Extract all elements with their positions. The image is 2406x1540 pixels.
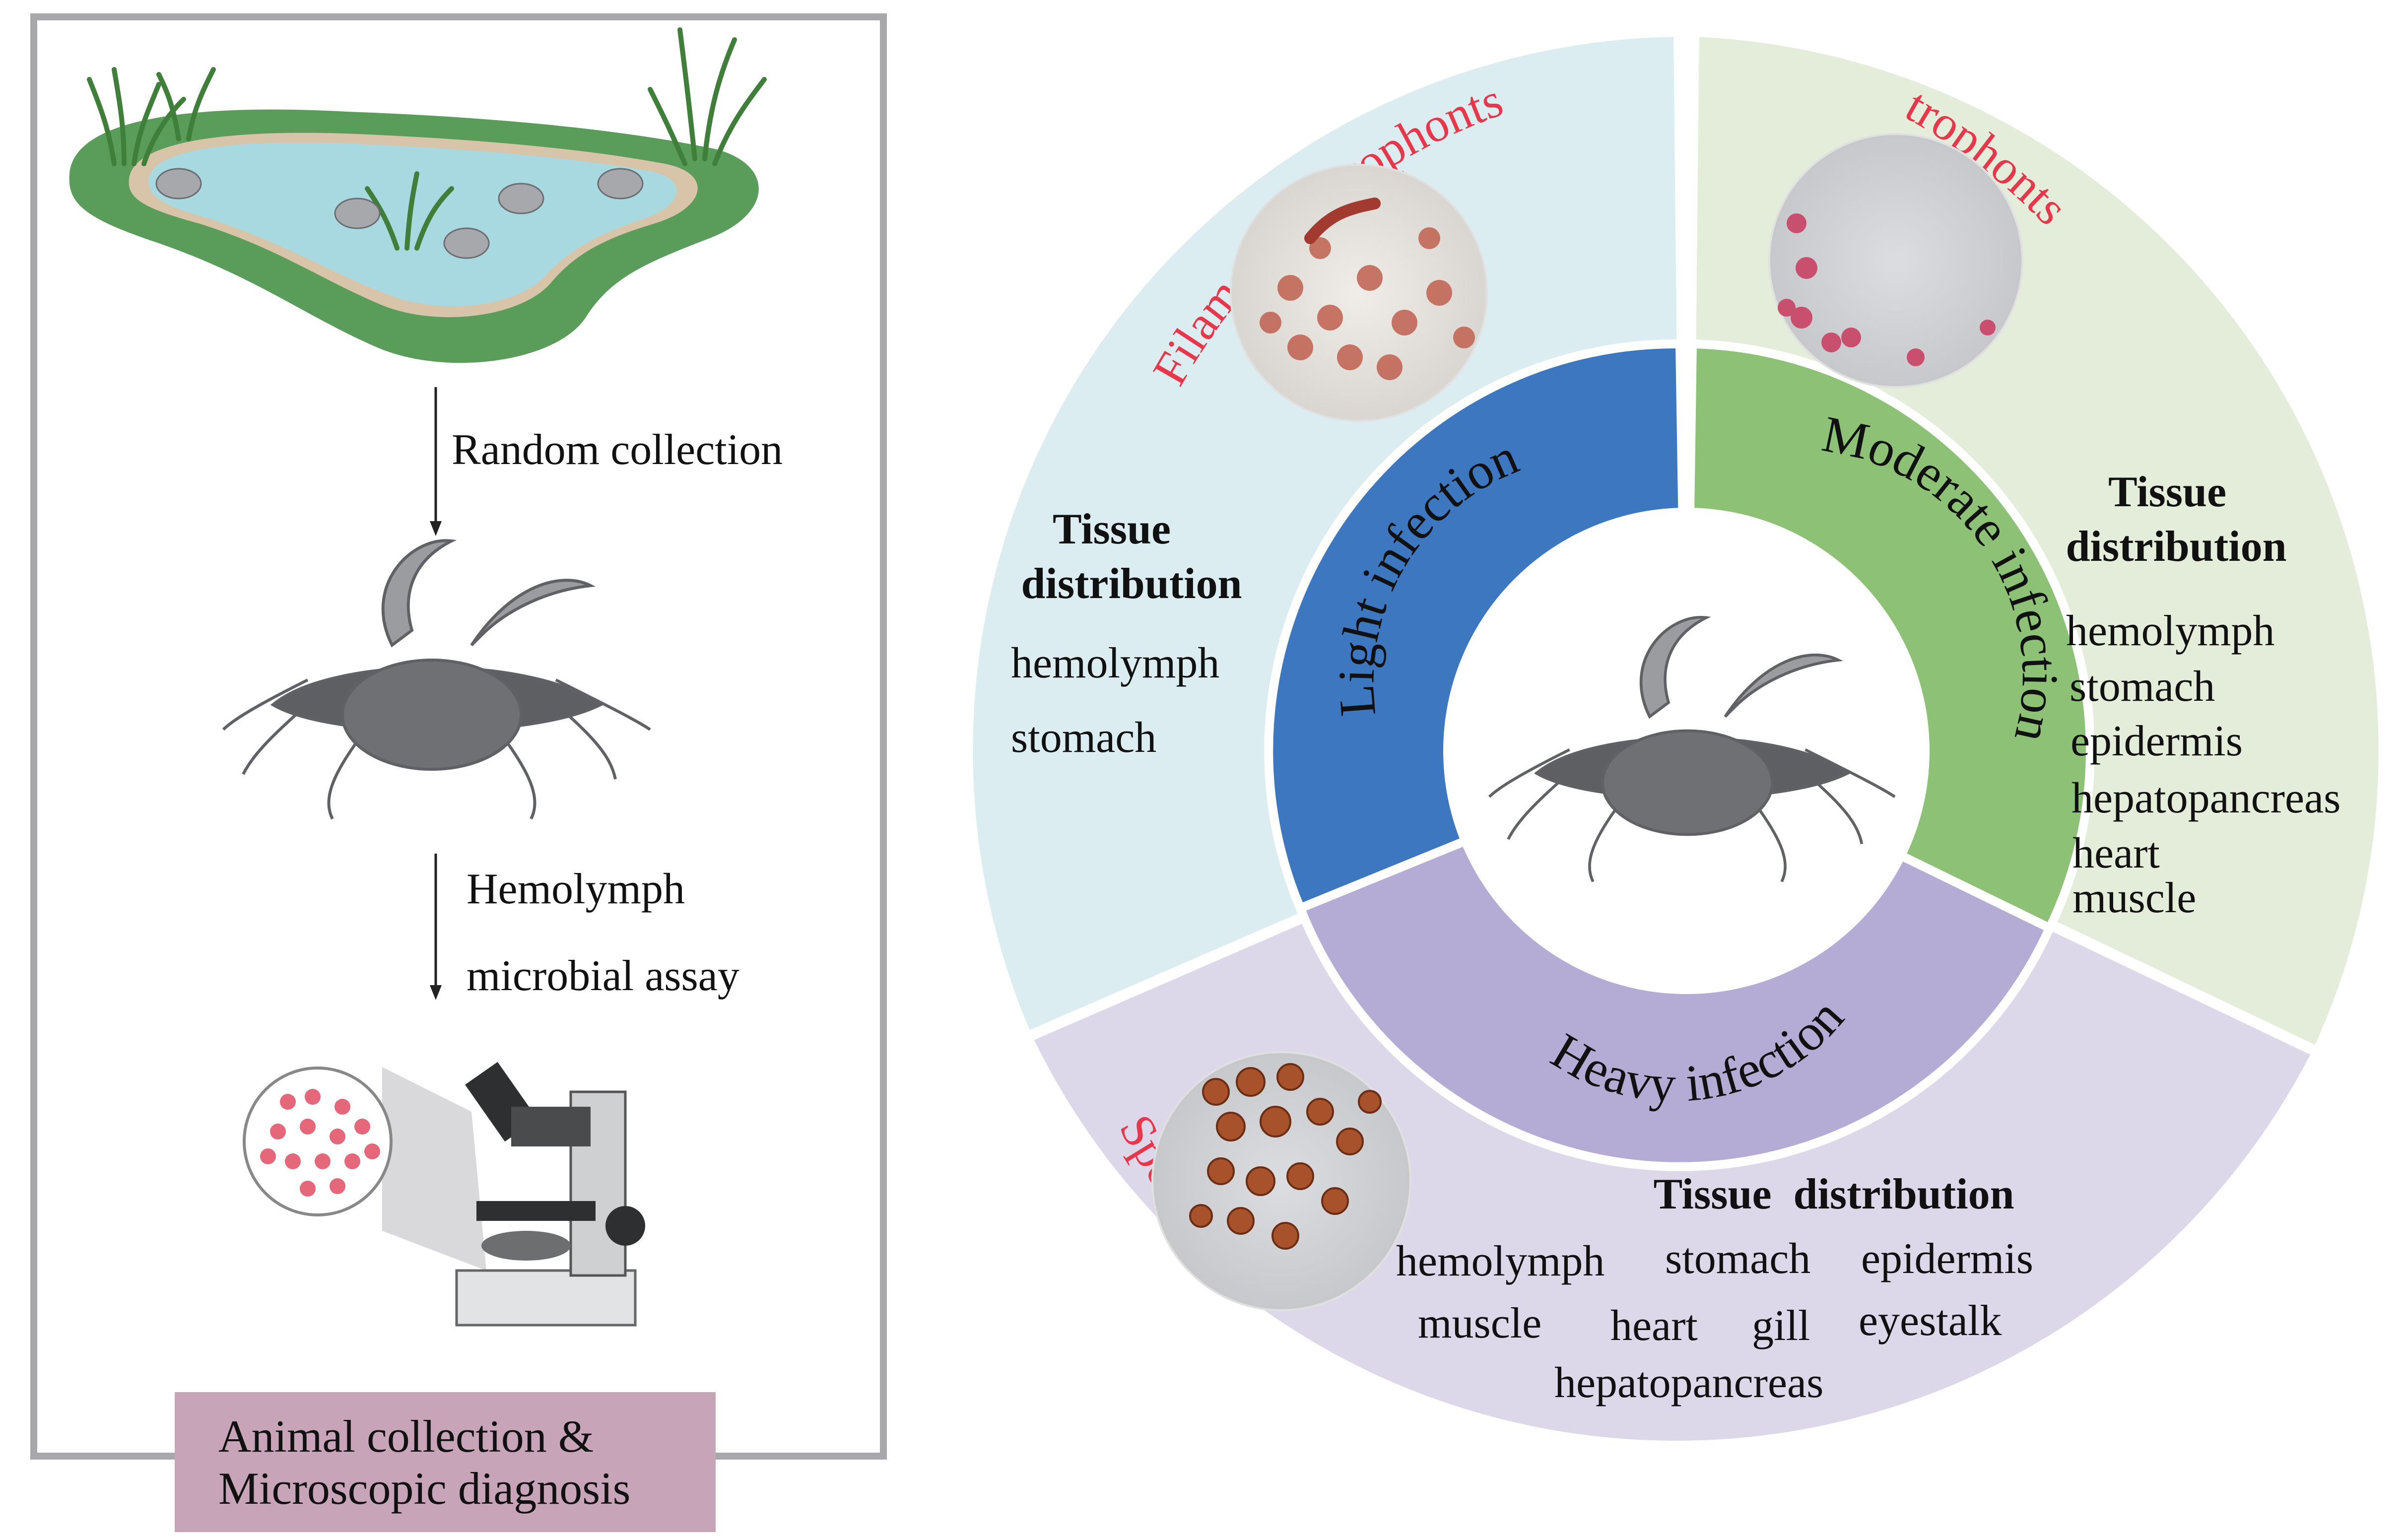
tissue-item: muscle <box>2072 874 2196 922</box>
crab-icon <box>1488 616 1896 882</box>
infection-ring: Light infection Moderate infection Heavy… <box>962 25 2390 1452</box>
tissue-heading: distribution <box>2066 523 2286 571</box>
microscope-icon <box>243 1062 645 1327</box>
tissue-item: hemolymph <box>2066 607 2274 655</box>
random-collection-label: Random collection <box>452 426 783 474</box>
light-tissue-distribution: Tissue distribution hemolymph stomach <box>1011 505 1242 762</box>
tissue-heading: Tissue <box>1053 505 1171 553</box>
micrograph-sporoblasts <box>1151 1051 1411 1311</box>
left-panel: Random collection Hemolymph microbial as… <box>30 13 887 1532</box>
tissue-item: epidermis <box>2071 717 2243 765</box>
tissue-item: heart <box>1610 1302 1698 1350</box>
caption-line2: Microscopic diagnosis <box>218 1463 630 1514</box>
tissue-item: hemolymph <box>1396 1237 1604 1285</box>
grass-icon <box>87 27 767 251</box>
tissue-item: stomach <box>1011 714 1156 762</box>
tissue-item: heart <box>2072 829 2160 877</box>
tissue-item: epidermis <box>1861 1235 2033 1283</box>
tissue-item: hepatopancreas <box>2072 774 2340 822</box>
microbial-assay-label: microbial assay <box>467 952 739 1000</box>
tissue-heading: Tissue distribution <box>1653 1170 2014 1218</box>
pond-illustration <box>69 27 767 363</box>
arrowhead-icon <box>430 985 442 1000</box>
tissue-item: gill <box>1752 1302 1810 1350</box>
tissue-heading: distribution <box>1021 560 1242 608</box>
moderate-tissue-distribution: Tissue distribution hemolymph stomach ep… <box>2066 468 2340 922</box>
caption-line1: Animal collection & <box>218 1411 594 1462</box>
tissue-item: hemolymph <box>1011 639 1219 687</box>
tissue-heading: Tissue <box>2108 468 2226 516</box>
hemolymph-label: Hemolymph <box>467 865 685 913</box>
micrograph-trophonts <box>1768 133 2023 388</box>
tissue-item: hepatopancreas <box>1554 1359 1823 1407</box>
tissue-item: eyestalk <box>1859 1297 2002 1345</box>
tissue-item: stomach <box>1665 1235 1810 1283</box>
pond-water <box>148 142 677 307</box>
heavy-tissue-distribution: Tissue distribution hemolymph stomach ep… <box>1396 1170 2033 1407</box>
crab-icon <box>222 539 651 820</box>
caption-box <box>175 1392 716 1532</box>
micrograph-filamentous <box>1230 164 1488 422</box>
arrowhead-icon <box>430 521 442 536</box>
crab-icon <box>155 168 644 259</box>
tissue-item: stomach <box>2070 663 2215 711</box>
tissue-item: muscle <box>1418 1299 1541 1347</box>
